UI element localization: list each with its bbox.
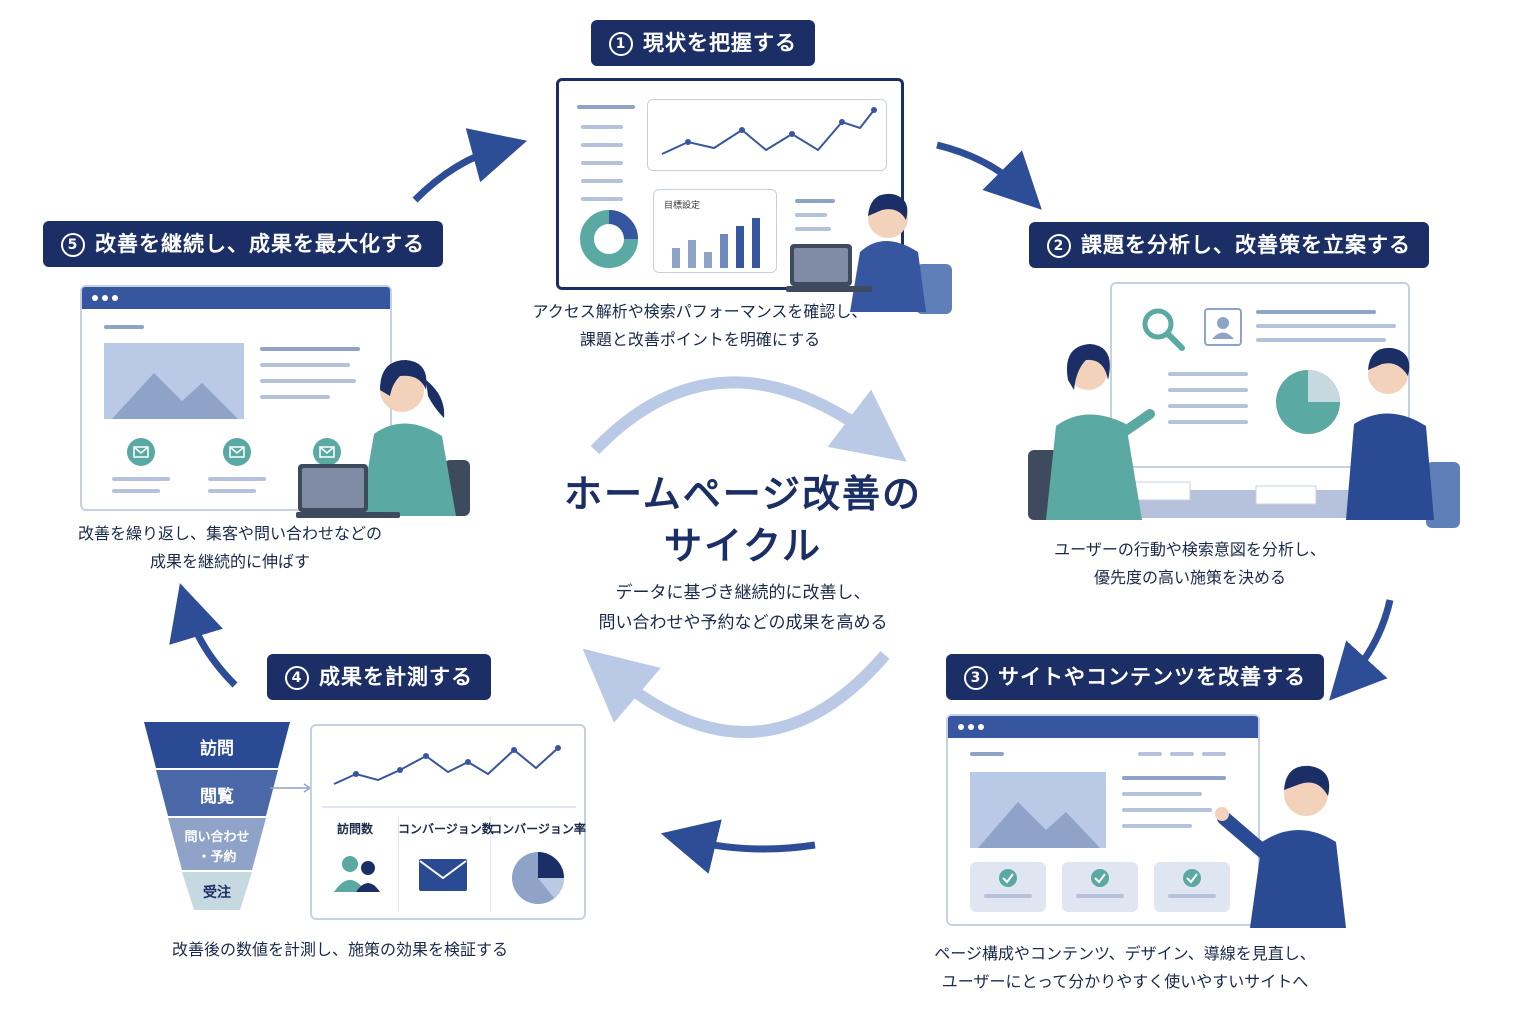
step-3-browser-window [946, 714, 1260, 926]
arrow-3-to-4 [660, 819, 816, 874]
step-5-title: 改善を継続し、成果を最大化する [95, 232, 425, 256]
funnel-stage-view: 閲覧 [200, 787, 234, 807]
line-chart-panel [647, 99, 887, 171]
step-5-label: 5 改善を継続し、成果を最大化する [43, 221, 443, 267]
kpi-conversions-label: コンバージョン数 [398, 822, 494, 836]
step-4-title: 成果を計測する [319, 665, 473, 689]
kpi-line-chart-icon [333, 745, 561, 785]
step-1-label: 1 現状を把握する [591, 20, 815, 66]
arrow-2-to-3 [1329, 599, 1394, 701]
center-sub-line2: 問い合わせや予約などの成果を高める [598, 613, 888, 633]
step-2-number: 2 [1047, 234, 1071, 258]
check-icon [999, 869, 1017, 887]
step-3-number: 3 [964, 666, 988, 690]
conversion-funnel: 訪問 閲覧 問い合わせ ・予約 受注 [144, 722, 290, 912]
pie-chart-icon [1276, 370, 1340, 434]
center-title: ホームページ改善の サイクル [518, 468, 968, 572]
mail-icon [313, 438, 341, 466]
line-chart-icon [661, 107, 877, 155]
center-title-line2: サイクル [663, 524, 823, 568]
step-1-person [786, 193, 952, 314]
mail-icon [223, 438, 251, 466]
step-4-number: 4 [285, 666, 309, 690]
step-4-desc-line1: 改善後の数値を計測し、施策の効果を検証する [171, 940, 508, 959]
inner-arrow-bottom [582, 648, 890, 739]
step-1-desc: アクセス解析や検索パフォーマンスを確認し、 課題と改善ポイントを明確にする [500, 298, 900, 354]
step-4-label: 4 成果を計測する [267, 654, 491, 700]
center-subtitle: データに基づき継続的に改善し、 問い合わせや予約などの成果を高める [518, 578, 968, 638]
search-icon [1142, 308, 1185, 351]
center-title-line1: ホームページ改善の [563, 472, 923, 516]
step-5-number: 5 [61, 233, 85, 257]
step-1-number: 1 [609, 32, 633, 56]
arrow-1-to-2 [936, 141, 1042, 210]
step-3-desc-line2: ユーザーにとって分かりやすく使いやすいサイトへ [941, 972, 1309, 991]
step-5-desc: 改善を繰り返し、集客や問い合わせなどの 成果を継続的に伸ばす [40, 520, 420, 576]
people-icon [334, 856, 380, 892]
step-4-desc: 改善後の数値を計測し、施策の効果を検証する [120, 936, 560, 964]
step-2-desc-line2: 優先度の高い施策を決める [1093, 568, 1286, 587]
arrow-4-to-5 [169, 583, 238, 688]
step-2-meeting-people [1028, 344, 1460, 528]
step-5-desc-line1: 改善を繰り返し、集客や問い合わせなどの [77, 524, 382, 543]
bar-chart-panel: 目標設定 [653, 189, 777, 273]
step-1-desc-line2: 課題と改善ポイントを明確にする [579, 330, 821, 349]
step-5-person [296, 360, 470, 518]
bar-chart-icon [672, 218, 760, 268]
bar-chart-panel-title: 目標設定 [664, 201, 701, 211]
step-3-desc-line1: ページ構成やコンテンツ、デザイン、導線を見直し、 [934, 944, 1316, 963]
user-icon [1204, 308, 1242, 346]
step-1-title: 現状を把握する [643, 31, 797, 55]
kpi-visits-label: 訪問数 [336, 822, 373, 836]
kpi-panel: 訪問数 コンバージョン数 コンバージョン率 [310, 724, 586, 920]
step-3-person [1215, 765, 1346, 928]
image-placeholder-icon [970, 772, 1106, 848]
step-3-desc: ページ構成やコンテンツ、デザイン、導線を見直し、 ユーザーにとって分かりやすく使… [900, 940, 1350, 996]
step-3-title: サイトやコンテンツを改善する [998, 665, 1306, 689]
image-placeholder-icon [104, 343, 244, 419]
step-5-desc-line2: 成果を継続的に伸ばす [149, 552, 310, 571]
step-2-desc-line1: ユーザーの行動や検索意図を分析し、 [1054, 540, 1326, 559]
pie-icon [512, 852, 564, 904]
funnel-stage-visit: 訪問 [200, 739, 234, 759]
step-2-label: 2 課題を分析し、改善策を立案する [1029, 222, 1429, 268]
funnel-stage-inquiry: 問い合わせ [184, 830, 250, 845]
step-2-desc: ユーザーの行動や検索意図を分析し、 優先度の高い施策を決める [1000, 536, 1380, 592]
funnel-stage-reservation: ・予約 [197, 850, 237, 865]
center-sub-line1: データに基づき継続的に改善し、 [615, 583, 871, 603]
step-3-label: 3 サイトやコンテンツを改善する [946, 654, 1324, 700]
check-icon [1183, 869, 1201, 887]
funnel-stage-order: 受注 [203, 885, 231, 901]
check-icon [1091, 869, 1109, 887]
step-2-title: 課題を分析し、改善策を立案する [1081, 233, 1411, 257]
step-1-desc-line1: アクセス解析や検索パフォーマンスを確認し、 [532, 302, 868, 321]
mail-icon [127, 438, 155, 466]
donut-chart-icon [580, 210, 638, 268]
kpi-conversion-rate-label: コンバージョン率 [490, 822, 586, 836]
envelope-icon [419, 859, 467, 891]
connector-arrow [270, 783, 312, 793]
inner-arrow-top [590, 376, 907, 462]
arrow-5-to-1 [412, 128, 528, 203]
